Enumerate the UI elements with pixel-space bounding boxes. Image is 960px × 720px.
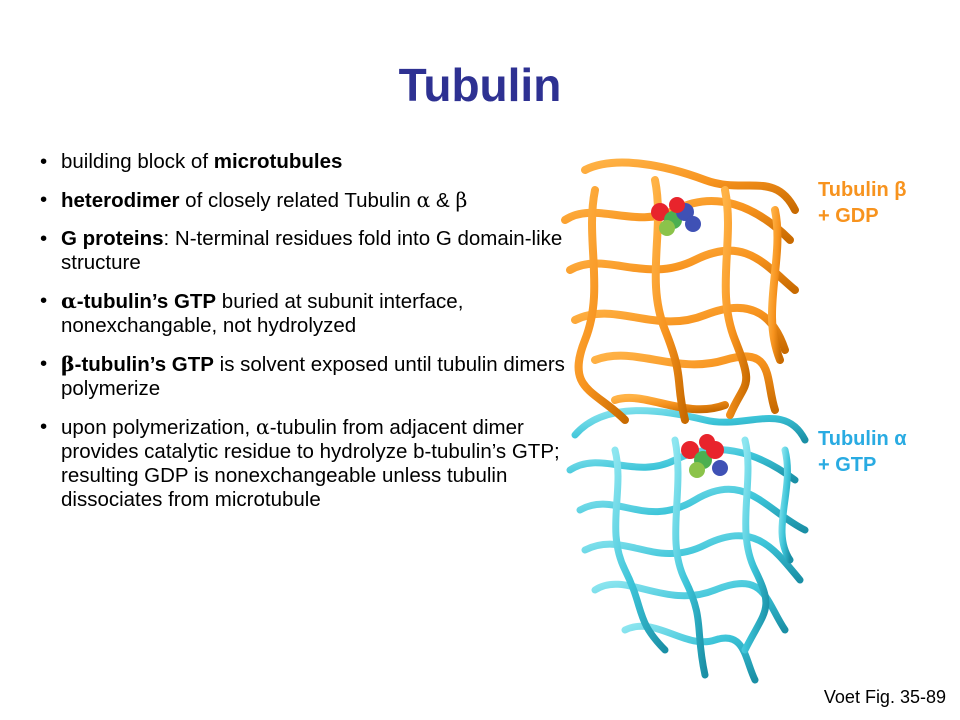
figure-credit: Voet Fig. 35-89 (823, 687, 946, 707)
gtp-molecule (681, 434, 728, 478)
slide-title: Tubulin (398, 59, 562, 111)
bullet-dot: • (40, 188, 48, 211)
tubulin-alpha-label-line1: Tubulin α (818, 428, 907, 450)
bullet-text: -tubulin from adjacent dimer provides ca… (61, 416, 560, 511)
bullet-text: α (255, 415, 270, 439)
bullet-text: of closely related Tubulin (179, 189, 417, 212)
bullet-dot: • (40, 289, 48, 312)
bullet-item: • building block of microtubules (40, 150, 570, 174)
gdp-molecule (651, 197, 701, 236)
bullet-text: β (61, 352, 75, 376)
bullet-text: -tubulin’s GTP (76, 290, 217, 313)
tubulin-beta-label-line2: + GDP (818, 205, 879, 227)
bullet-list: • building block of microtubules • heterodi… (40, 150, 570, 526)
bullet-item: • α-tubulin’s GTP buried at subunit inte… (40, 289, 570, 338)
tubulin-alpha-subunit (566, 407, 809, 684)
bullet-text: buried at subunit interface, nonexchanga… (61, 290, 464, 337)
bullet-text: is solvent exposed until tubulin dimers … (61, 353, 565, 400)
tubulin-alpha-label-line2: + GTP (818, 454, 877, 476)
bullet-item: •heterodimer of closely related Tubulin … (40, 188, 570, 213)
tubulin-beta-label: Tubulin β + GDP (818, 177, 906, 229)
tubulin-structure-image (561, 158, 809, 684)
bullet-dot: • (40, 227, 48, 250)
tubulin-beta-label-line1: Tubulin β (818, 179, 907, 201)
bullet-text: -tubulin’s GTP (74, 353, 214, 376)
bullet-text: microtubules (213, 150, 343, 173)
bullet-text: β (455, 188, 468, 212)
bullet-text: heterodimer (61, 189, 180, 212)
tubulin-alpha-label: Tubulin α + GTP (818, 426, 907, 478)
bullet-text: α (416, 188, 431, 212)
bullet-text: α (61, 289, 77, 313)
bullet-text: G proteins (61, 227, 164, 250)
bullet-dot: • (40, 352, 48, 375)
bullet-text: upon polymerization, (61, 416, 256, 439)
bullet-item: • β-tubulin’s GTP is solvent exposed unt… (40, 352, 570, 401)
bullet-item: • upon polymerization, α-tubulin from adj… (40, 415, 570, 512)
bullet-text: & (430, 189, 456, 212)
bullet-text: building block of (61, 150, 214, 173)
bullet-dot: • (40, 415, 48, 438)
tubulin-beta-subunit (561, 158, 799, 424)
bullet-item: • G proteins: N-terminal residues fold in… (40, 227, 570, 275)
bullet-dot: • (40, 150, 48, 173)
bullet-text: : N-terminal residues fold into G domain… (61, 227, 563, 274)
